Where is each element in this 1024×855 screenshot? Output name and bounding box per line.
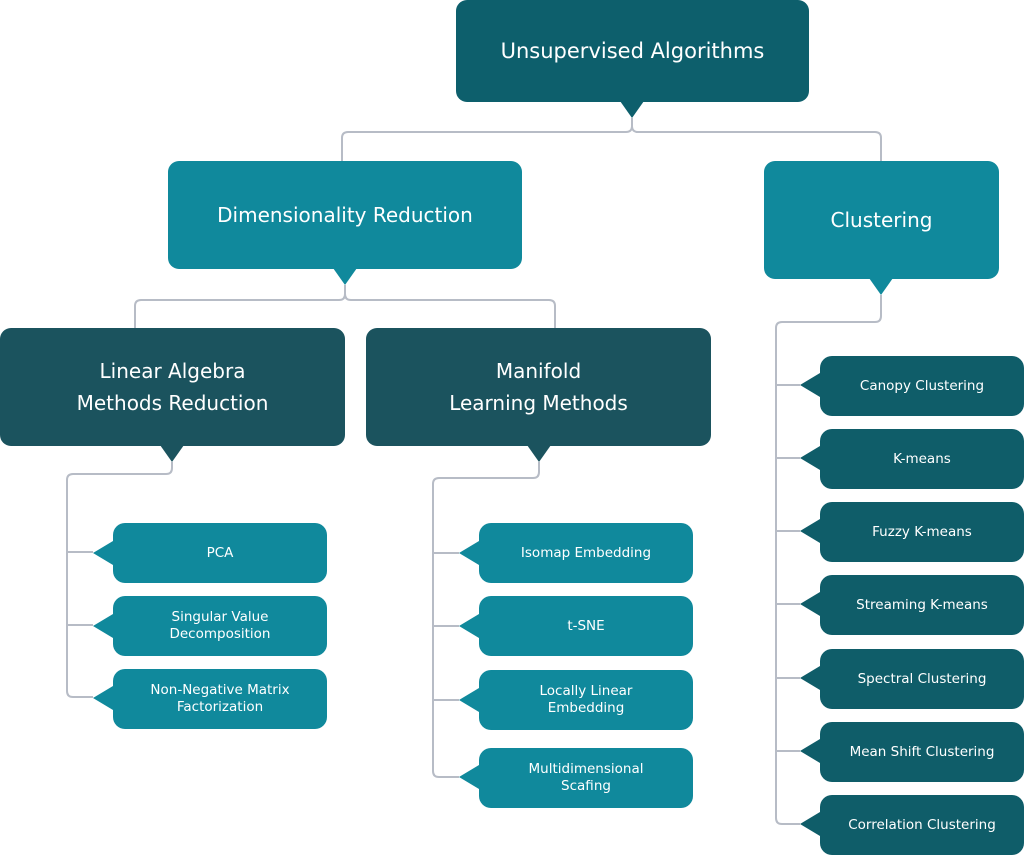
- leaf-label-line1: Locally Linear: [539, 683, 633, 699]
- leaf-fuzzy-k-means[interactable]: Fuzzy K-means: [820, 502, 1024, 562]
- leaf-pointer: [800, 373, 820, 397]
- leaf-pointer: [93, 614, 113, 638]
- leaf-mean-shift-clustering[interactable]: Mean Shift Clustering: [820, 722, 1024, 782]
- leaf-label-line1: Mean Shift Clustering: [849, 743, 995, 760]
- connector-root-to-clustering: [631, 118, 882, 161]
- leaf-label-line1: Streaming K-means: [856, 596, 988, 613]
- leaf-multidimensional-scaling[interactable]: Multidimensional Scafing: [479, 748, 693, 808]
- leaf-canopy-clustering[interactable]: Canopy Clustering: [820, 356, 1024, 416]
- leaf-non-negative-matrix-factorization[interactable]: Non-Negative Matrix Factorization: [113, 669, 327, 729]
- leaf-pointer: [459, 541, 479, 565]
- leaf-label-line1: Correlation Clustering: [848, 816, 996, 833]
- leaf-pointer: [459, 688, 479, 712]
- node-linear-algebra-methods[interactable]: Linear Algebra Methods Reduction: [0, 328, 345, 446]
- leaf-pointer: [800, 592, 820, 616]
- node-manifold-label-line1: Manifold: [495, 359, 582, 383]
- leaf-pointer: [800, 812, 820, 836]
- connector-root-to-dimred: [341, 118, 633, 161]
- leaf-pointer: [800, 666, 820, 690]
- leaf-pointer: [459, 614, 479, 638]
- connector-clustering-trunk: [775, 295, 882, 825]
- leaf-label-line2: Decomposition: [169, 626, 271, 642]
- connector-linear-trunk: [66, 462, 173, 698]
- linear-algebra-pointer: [160, 445, 184, 462]
- leaf-spectral-clustering[interactable]: Spectral Clustering: [820, 649, 1024, 709]
- manifold-pointer: [527, 445, 551, 462]
- leaf-label-line1: K-means: [893, 450, 951, 467]
- leaf-label-line1: Singular Value: [171, 609, 269, 625]
- root-node-unsupervised-algorithms[interactable]: Unsupervised Algorithms: [456, 0, 809, 102]
- leaf-pca[interactable]: PCA: [113, 523, 327, 583]
- leaf-pointer: [93, 686, 113, 710]
- leaf-label-line1: Canopy Clustering: [859, 377, 985, 394]
- leaf-k-means[interactable]: K-means: [820, 429, 1024, 489]
- clustering-pointer: [869, 278, 893, 295]
- leaf-pointer: [93, 541, 113, 565]
- leaf-label-line1: Spectral Clustering: [857, 670, 987, 687]
- leaf-label-line1: Fuzzy K-means: [872, 523, 972, 540]
- node-manifold-label-line2: Learning Methods: [449, 391, 628, 415]
- node-clustering-label: Clustering: [830, 208, 933, 232]
- node-dimensionality-reduction-label: Dimensionality Reduction: [217, 203, 473, 227]
- leaf-t-sne[interactable]: t-SNE: [479, 596, 693, 656]
- leaf-streaming-k-means[interactable]: Streaming K-means: [820, 575, 1024, 635]
- node-manifold-learning-methods[interactable]: Manifold Learning Methods: [366, 328, 711, 446]
- leaf-label-line2: Scafing: [561, 778, 611, 794]
- node-dimensionality-reduction[interactable]: Dimensionality Reduction: [168, 161, 522, 269]
- leaf-label-line2: Factorization: [176, 699, 264, 715]
- root-node-label: Unsupervised Algorithms: [500, 39, 765, 63]
- leaf-singular-value-decomposition[interactable]: Singular Value Decomposition: [113, 596, 327, 656]
- leaf-label-line1: t-SNE: [567, 617, 605, 634]
- root-node-pointer: [620, 101, 644, 118]
- leaf-locally-linear-embedding[interactable]: Locally Linear Embedding: [479, 670, 693, 730]
- leaf-label-line1: Isomap Embedding: [520, 544, 652, 561]
- connector-manifold-trunk: [432, 462, 540, 778]
- leaf-pointer: [800, 739, 820, 763]
- connector-dimred-to-manifold: [344, 285, 556, 328]
- connector-dimred-to-linear: [134, 285, 346, 328]
- leaf-pointer: [800, 446, 820, 470]
- node-clustering[interactable]: Clustering: [764, 161, 999, 279]
- leaf-isomap-embedding[interactable]: Isomap Embedding: [479, 523, 693, 583]
- leaf-label-line1: PCA: [206, 544, 234, 561]
- dimensionality-reduction-pointer: [333, 268, 357, 285]
- node-linear-algebra-label-line1: Linear Algebra: [99, 359, 246, 383]
- leaf-pointer: [459, 765, 479, 789]
- leaf-correlation-clustering[interactable]: Correlation Clustering: [820, 795, 1024, 855]
- leaf-label-line1: Non-Negative Matrix: [150, 682, 290, 698]
- leaf-pointer: [800, 519, 820, 543]
- leaf-label-line1: Multidimensional: [528, 761, 644, 777]
- node-linear-algebra-label-line2: Methods Reduction: [76, 391, 269, 415]
- leaf-label-line2: Embedding: [547, 700, 625, 716]
